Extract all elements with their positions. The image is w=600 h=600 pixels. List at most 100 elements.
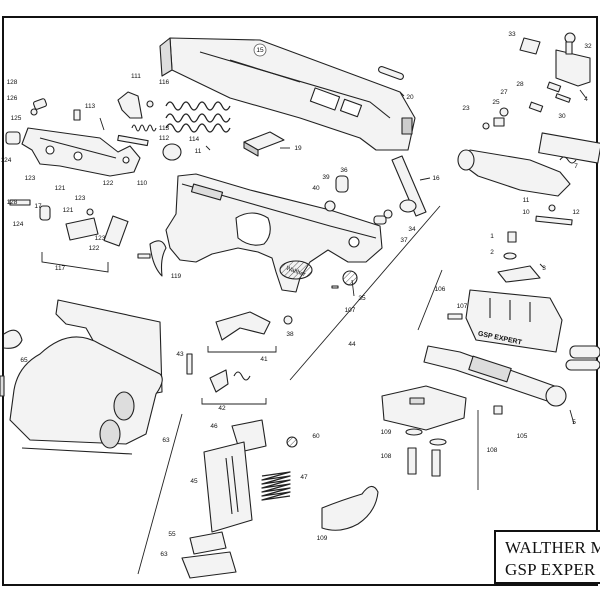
pin-40 — [186, 353, 193, 375]
callout-112: 122 — [103, 180, 114, 187]
callout-119: 123 — [25, 175, 36, 182]
callout-42: 45 — [190, 478, 198, 485]
callout-111: 121 — [55, 185, 66, 192]
callout-55: 65 — [20, 357, 28, 364]
callout-116: 123 — [75, 195, 86, 202]
callout-124: 128 — [7, 79, 18, 86]
callout-13: 11 — [195, 148, 202, 155]
follower-45 — [189, 531, 227, 555]
callout-40: 43 — [176, 351, 184, 358]
callout-4: 4 — [584, 96, 588, 103]
barrel-tube — [423, 345, 567, 407]
callout-101: 109 — [317, 535, 328, 542]
lower-barrel-block — [465, 289, 563, 353]
callout-102: 110 — [137, 180, 148, 187]
callout-39: 42 — [218, 405, 226, 412]
callout-117: 124 — [13, 221, 24, 228]
top-right-mechanism — [482, 32, 591, 130]
callout-2: 2 — [490, 249, 494, 256]
callout-70: 108 — [487, 447, 498, 454]
block-70 — [381, 385, 467, 431]
callout-65: 105 — [517, 433, 528, 440]
callout-20: 23 — [462, 105, 470, 112]
title-line-1: WALTHER M — [505, 538, 600, 557]
callout-60: 106 — [435, 286, 446, 293]
callout-28: 33 — [508, 31, 516, 38]
callout-48: 63 — [162, 437, 170, 444]
bushing-106 — [162, 143, 182, 161]
callout-12: 12 — [572, 209, 580, 216]
callout-17: 17 — [34, 203, 42, 210]
leader-lines — [41, 51, 587, 575]
callout-5: 5 — [572, 419, 576, 426]
title-line-2: GSP EXPER — [505, 560, 596, 579]
callout-114: 122 — [89, 245, 100, 252]
callout-126: 128 — [7, 199, 18, 206]
callout-109: 117 — [55, 265, 66, 272]
callout-22: 27 — [500, 89, 508, 96]
callout-45: 55 — [168, 531, 176, 538]
callout-32: 35 — [358, 295, 366, 302]
callout-46: 60 — [312, 433, 320, 440]
callout-110: 119 — [171, 273, 182, 280]
nut-32 — [342, 270, 358, 286]
callout-18: 20 — [406, 94, 414, 101]
mag-spring-44 — [261, 471, 291, 501]
callout-16: 16 — [432, 175, 440, 182]
callout-72: 109 — [381, 429, 392, 436]
callout-35: 38 — [286, 331, 294, 338]
callout-38: 41 — [260, 356, 268, 363]
pin-104 — [117, 134, 149, 147]
callout-3: 3 — [542, 265, 546, 272]
callout-10: 10 — [522, 209, 530, 216]
callout-43: 46 — [210, 423, 218, 430]
recoil-spring — [165, 101, 231, 133]
callout-25: 30 — [558, 113, 566, 120]
callout-34: 37 — [400, 237, 408, 244]
callout-71: 108 — [381, 453, 392, 460]
callout-19: 19 — [294, 145, 302, 152]
callout-37: 40 — [312, 185, 320, 192]
part-101 — [321, 485, 379, 531]
callout-108: 116 — [159, 79, 170, 86]
trigger-group — [5, 98, 141, 247]
callout-36: 39 — [322, 174, 330, 181]
magazine-part — [203, 441, 253, 533]
callout-23: 28 — [516, 81, 524, 88]
callout-63: 107 — [457, 303, 468, 310]
spring-105 — [131, 124, 157, 132]
callout-41: 44 — [348, 341, 356, 348]
part-55 — [3, 329, 23, 349]
title-block: WALTHER M GSP EXPER — [494, 530, 600, 584]
frame-part — [165, 173, 383, 293]
part-3 — [497, 265, 541, 283]
callout-105: 113 — [159, 125, 170, 132]
barrel-assembly — [457, 132, 600, 197]
callout-labels: 15 20 11 19 16 36 39 40 41 34 37 35 107 … — [1, 31, 592, 558]
callout-27: 32 — [584, 43, 592, 50]
callout-21: 25 — [492, 99, 500, 106]
grip-part — [9, 299, 163, 455]
lever-38 — [215, 311, 271, 341]
lever-103 — [117, 91, 143, 119]
callout-33: 36 — [340, 167, 348, 174]
trigger-110 — [149, 240, 167, 277]
callout-66: 107 — [345, 307, 356, 314]
callout-121: 124 — [1, 157, 12, 164]
callout-15: 15 — [256, 47, 264, 54]
page-frame — [2, 16, 598, 586]
callout-11: 11 — [523, 197, 530, 204]
callout-113: 121 — [63, 207, 74, 214]
base-47 — [181, 551, 237, 579]
callout-103: 111 — [131, 73, 141, 80]
callout-30: 34 — [408, 226, 416, 233]
callout-122: 125 — [11, 115, 22, 122]
screw-46 — [286, 436, 298, 448]
callout-7: 7 — [574, 163, 578, 170]
callout-107: 113 — [85, 103, 96, 110]
callout-104: 112 — [159, 135, 170, 142]
callout-106: 114 — [189, 136, 200, 143]
slide-part — [159, 37, 416, 151]
callout-47: 63 — [160, 551, 168, 558]
